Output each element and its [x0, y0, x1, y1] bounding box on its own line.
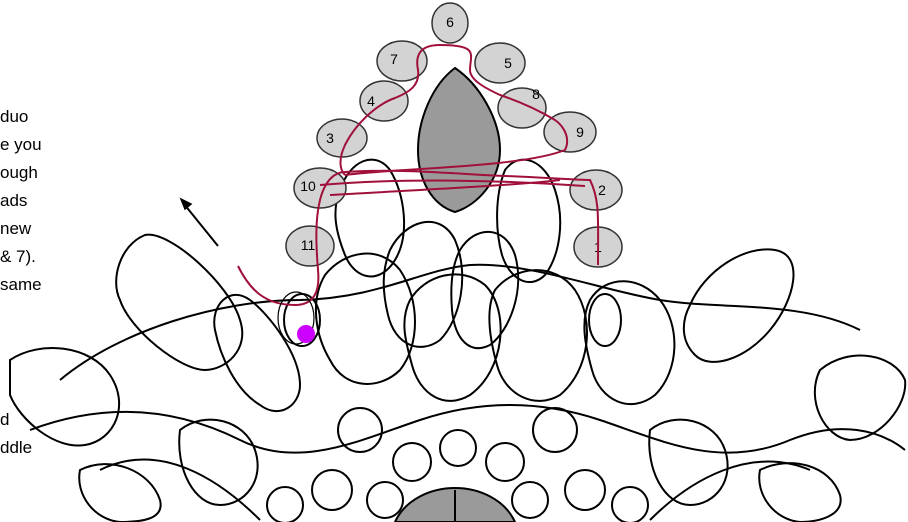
bead-number-2: 2 — [598, 182, 606, 198]
base-round-bead — [392, 442, 432, 482]
bead-number-5: 5 — [504, 55, 512, 71]
current-bead-outline — [277, 291, 315, 345]
bead-number-8: 8 — [532, 86, 540, 102]
base-round-bead — [511, 481, 549, 519]
base-diamond — [314, 252, 416, 385]
text-fragment-2: e you — [0, 135, 42, 154]
bead-number-9: 9 — [576, 124, 584, 140]
base-petal — [648, 418, 729, 507]
bead-11 — [285, 225, 335, 267]
center-drop-bead — [416, 66, 502, 214]
bead-number-10: 10 — [300, 178, 316, 194]
base-round-bead — [564, 469, 606, 511]
base-round-bead — [366, 481, 404, 519]
bead-10 — [293, 167, 347, 209]
bead-6 — [431, 2, 469, 44]
base-petal — [758, 462, 842, 522]
base-round-bead — [337, 407, 383, 453]
thread-path-crossing — [319, 179, 586, 196]
text-fragment-5: new — [0, 219, 32, 238]
base-band — [59, 263, 861, 381]
bead-7 — [376, 40, 428, 82]
text-fragment-8: d — [0, 410, 10, 429]
text-fragment-4: ads — [0, 191, 28, 210]
bead-number-3: 3 — [326, 130, 334, 146]
thread-path — [237, 43, 600, 307]
base-diamond — [115, 233, 244, 372]
bead-number-6: 6 — [446, 14, 454, 30]
base-petal — [813, 354, 907, 442]
base-petal — [78, 463, 162, 522]
base-round-bead — [439, 429, 477, 467]
base-band — [99, 458, 261, 521]
bead-5 — [474, 42, 526, 84]
base-diamond — [583, 280, 676, 406]
base-round-bead — [266, 486, 304, 522]
text-fragment-1: duo — [0, 107, 29, 126]
base-petal — [9, 347, 120, 447]
base-round-bead — [611, 486, 649, 522]
base-diamond — [682, 248, 795, 363]
bead-number-4: 4 — [367, 93, 375, 109]
base-loop — [334, 158, 406, 278]
text-fragment-9: ddle — [0, 438, 33, 457]
bead-number-11: 11 — [301, 237, 316, 253]
base-petal — [178, 418, 259, 507]
base-bead-pattern — [9, 158, 907, 522]
base-loop — [382, 221, 464, 348]
base-loop — [496, 158, 562, 284]
text-fragment-3: ough — [0, 163, 38, 182]
base-loop — [450, 230, 520, 350]
base-round-bead — [485, 442, 525, 482]
base-band — [29, 404, 906, 454]
base-diamond — [488, 269, 588, 402]
base-band — [649, 460, 811, 521]
text-fragment-7: same — [0, 275, 42, 294]
base-diamond — [213, 293, 302, 412]
base-diamond — [403, 273, 502, 402]
bead-number-7: 7 — [390, 51, 398, 67]
base-round-bead — [311, 469, 353, 511]
base-round-bead — [532, 407, 578, 453]
dot-marker-icon — [297, 325, 315, 343]
text-fragment-6: & 7). — [0, 247, 36, 266]
arrow-up-left-icon — [179, 197, 219, 247]
base-oval-bead — [588, 293, 622, 347]
